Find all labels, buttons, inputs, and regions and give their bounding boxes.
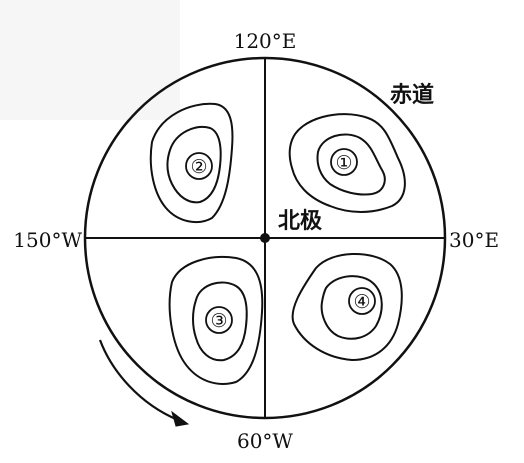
rotation-arrow-curve (98, 339, 179, 422)
region-3-label: ③ (210, 310, 227, 332)
label-120e: 120°E (234, 29, 297, 53)
region-4-contours (291, 253, 403, 362)
region-2-label: ② (190, 156, 207, 178)
label-150w: 150°W (13, 228, 82, 252)
label-60w: 60°W (237, 429, 293, 453)
region-4-label: ④ (353, 291, 370, 313)
region-3-contours (168, 256, 264, 385)
north-pole-dot (260, 233, 270, 243)
label-north-pole: 北极 (278, 209, 323, 234)
label-equator: 赤道 (390, 82, 434, 108)
label-30e: 30°E (449, 228, 499, 252)
region-1-contours (288, 113, 406, 213)
rotation-arrowhead (171, 410, 190, 427)
region-1-label: ① (335, 152, 352, 174)
background-smudge (0, 0, 180, 120)
region-2-contours (149, 102, 234, 224)
